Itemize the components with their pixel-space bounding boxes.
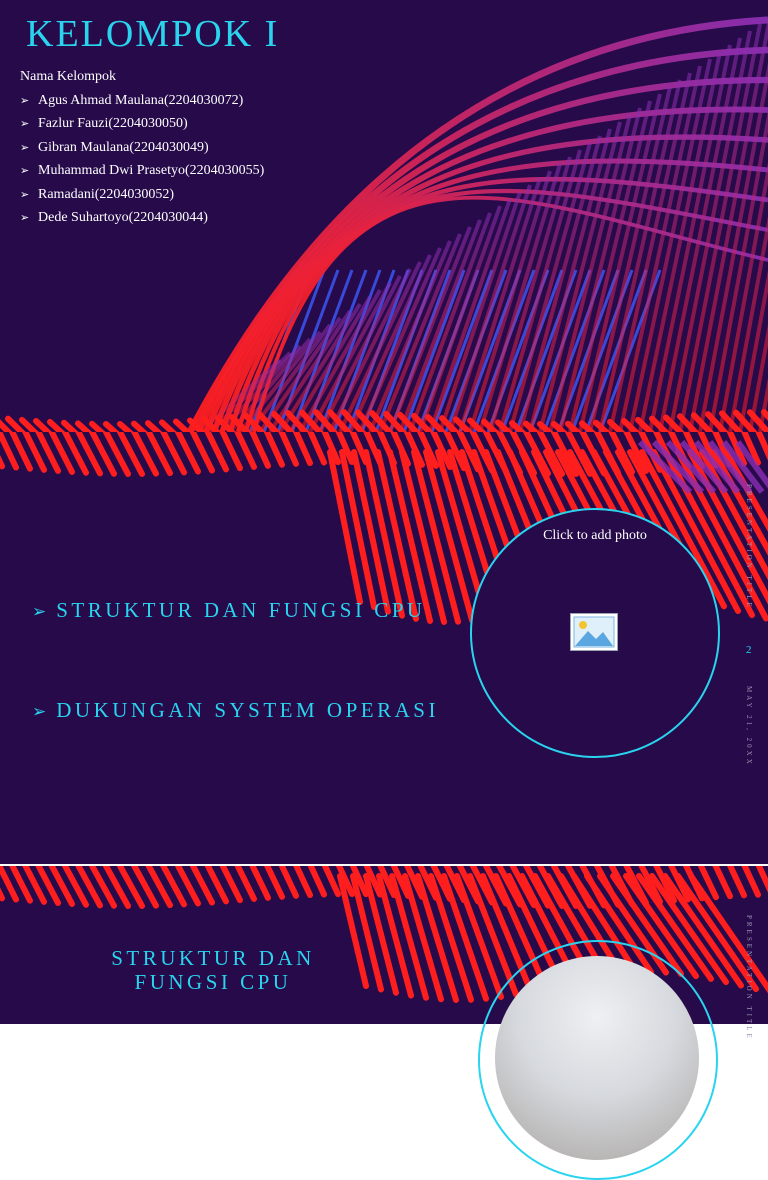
bullet-arrow-icon: ➢ [20,95,30,107]
photo-placeholder-label: Click to add photo [543,528,647,543]
photo-image [495,956,699,1160]
bullet-arrow-icon: ➢ [32,602,47,621]
slide-title[interactable]: STRUKTUR DAN FUNGSI CPU [111,946,315,994]
bullet-arrow-icon: ➢ [20,141,30,154]
bullet-arrow-icon: ➢ [20,211,30,224]
member-name: Muhammad Dwi Prasetyo(2204030055) [38,163,265,179]
member-name: Dede Suhartoyo(2204030044) [38,209,208,225]
bullet-arrow-icon: ➢ [20,188,30,201]
member-name: Gibran Maulana(2204030049) [38,139,209,155]
group-label[interactable]: Nama Kelompok [20,69,117,84]
member-list: ➢ Agus Ahmad Maulana(2204030072) ➢ Fazlur … [20,92,264,232]
topic-text: DUKUNGAN SYSTEM OPERASI [56,698,439,722]
list-item[interactable]: ➢ Agus Ahmad Maulana(2204030072) [20,92,264,115]
topic-text: STRUKTUR DAN FUNGSI CPU [56,598,426,622]
list-item[interactable]: ➢ Ramadani(2204030052) [20,186,264,209]
slide-title[interactable]: KELOMPOK I [26,13,280,55]
slide-1[interactable]: KELOMPOK I Nama Kelompok ➢ Agus Ahmad Mau… [0,0,768,432]
side-date: MAY 21, 20XX [745,686,753,767]
page-number: 2 [746,644,752,656]
member-name: Fazlur Fauzi(2204030050) [38,116,188,132]
list-item[interactable]: ➢ Muhammad Dwi Prasetyo(2204030055) [20,162,264,185]
list-item[interactable]: ➢ Dede Suhartoyo(2204030044) [20,209,264,232]
photo-placeholder[interactable]: Click to add photo [470,508,720,758]
picture-icon[interactable] [570,613,618,651]
topic-heading[interactable]: ➢ DUKUNGAN SYSTEM OPERASI [32,698,439,723]
ribbon-decoration [0,16,768,432]
bullet-arrow-icon: ➢ [32,702,47,721]
list-item[interactable]: ➢ Gibran Maulana(2204030049) [20,139,264,162]
topic-heading[interactable]: ➢ STRUKTUR DAN FUNGSI CPU [32,598,426,623]
bullet-arrow-icon: ➢ [20,165,30,178]
member-name: Ramadani(2204030052) [38,186,175,202]
bullet-arrow-icon: ➢ [20,118,30,131]
side-presentation-title: PRESENTATION TITLE [745,915,753,1041]
side-presentation-title: PRESENTATION TITLE [745,484,753,610]
member-name: Agus Ahmad Maulana(2204030072) [38,93,244,108]
slide-separator [0,864,768,866]
list-item[interactable]: ➢ Fazlur Fauzi(2204030050) [20,115,264,138]
